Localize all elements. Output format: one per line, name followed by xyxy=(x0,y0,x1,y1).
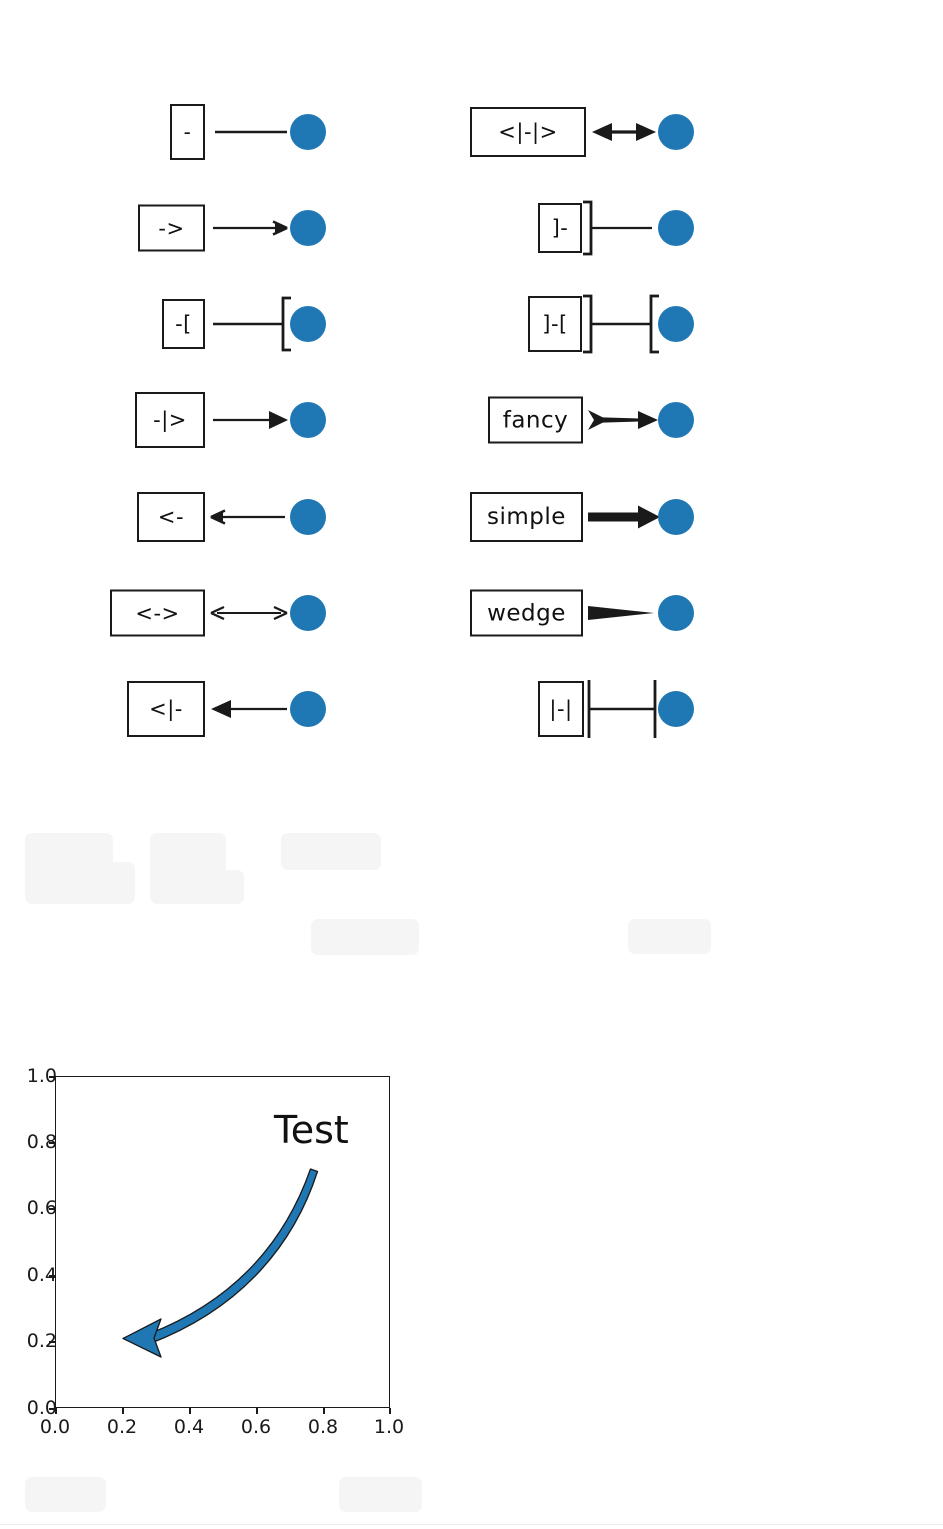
bottom-divider xyxy=(0,1524,943,1525)
arrow-style-label: ]- xyxy=(538,203,582,253)
arrow-style-label: -|> xyxy=(135,392,205,448)
target-dot xyxy=(290,691,326,727)
target-dot xyxy=(658,306,694,342)
ytick-mark xyxy=(49,1142,55,1144)
arrow-style-label: -> xyxy=(138,204,205,252)
arrow-style-label: |-| xyxy=(538,681,584,737)
xtick-mark xyxy=(55,1408,57,1414)
target-dot xyxy=(658,114,694,150)
arrow-style-label: <|-|> xyxy=(470,107,586,157)
chart-axes: Test 0.0 0.2 0.4 0.6 0.8 1.0 0.0 0.2 0.4… xyxy=(0,1050,430,1460)
arrow-demo-row: ]- xyxy=(470,188,720,268)
placeholder-block xyxy=(628,919,711,954)
arrow-glyph-bar-ab xyxy=(587,680,657,738)
axes-frame xyxy=(55,1076,390,1408)
arrow-style-label: ]-[ xyxy=(528,296,582,352)
arrow-glyph-curve-filled-ab xyxy=(592,123,656,141)
arrow-glyph-curve-b xyxy=(213,220,288,236)
placeholder-block xyxy=(25,862,135,904)
arrow-glyph-curve-a xyxy=(210,509,285,525)
ytick-mark xyxy=(49,1341,55,1343)
arrow-glyph-bracket-b xyxy=(213,296,291,352)
arrow-style-label: - xyxy=(170,104,205,160)
arrow-style-label: fancy xyxy=(488,396,583,444)
arrow-glyph-wedge xyxy=(588,606,654,620)
target-dot xyxy=(290,210,326,246)
arrow-style-label: wedge xyxy=(470,589,583,637)
annotation-arrow xyxy=(122,1168,319,1358)
target-dot xyxy=(290,402,326,438)
placeholder-block xyxy=(25,1477,106,1512)
xtick-mark xyxy=(323,1408,325,1414)
ytick-label: 0.2 xyxy=(26,1330,57,1352)
xtick-label: 0.8 xyxy=(307,1416,339,1438)
xtick-label: 0.6 xyxy=(240,1416,272,1438)
arrow-demo-row: -> xyxy=(105,188,355,268)
arrow-demo-row: - xyxy=(105,92,355,172)
arrow-style-label: simple xyxy=(470,492,583,542)
placeholder-block xyxy=(339,1477,422,1512)
arrow-demo-row: <|-|> xyxy=(470,92,720,172)
arrow-style-label: <-> xyxy=(110,589,205,637)
target-dot xyxy=(658,210,694,246)
target-dot xyxy=(290,499,326,535)
ytick-mark xyxy=(49,1408,55,1410)
arrow-demo-row: wedge xyxy=(470,573,720,653)
ytick-mark xyxy=(49,1076,55,1078)
target-dot xyxy=(658,402,694,438)
xtick-label: 1.0 xyxy=(373,1416,405,1438)
target-dot xyxy=(290,306,326,342)
arrow-glyph-curve xyxy=(215,130,287,134)
arrow-demo-row: <|- xyxy=(105,669,355,749)
arrow-glyph-bracket-a xyxy=(583,200,652,256)
arrow-demo-row: <- xyxy=(105,477,355,557)
arrow-style-label: -[ xyxy=(162,299,205,349)
xtick-mark xyxy=(122,1408,124,1414)
arrow-demo-row: fancy xyxy=(470,380,720,460)
target-dot xyxy=(658,595,694,631)
arrow-demo-row: simple xyxy=(470,477,720,557)
xtick-mark xyxy=(389,1408,391,1414)
target-dot xyxy=(290,595,326,631)
arrow-demo-row: -[ xyxy=(105,284,355,364)
xtick-label: 0.4 xyxy=(173,1416,205,1438)
ytick-label: 1.0 xyxy=(26,1065,57,1087)
ytick-mark xyxy=(49,1208,55,1210)
target-dot xyxy=(290,114,326,150)
arrow-style-label: <- xyxy=(137,492,205,542)
arrow-glyph-curve-ab xyxy=(210,605,288,621)
annotation-text: Test xyxy=(274,1108,349,1152)
ytick-label: 0.4 xyxy=(26,1264,57,1286)
xtick-mark xyxy=(256,1408,258,1414)
arrow-glyph-curve-filled-b xyxy=(213,411,288,429)
arrow-demo-row: -|> xyxy=(105,380,355,460)
xtick-label: 0.0 xyxy=(39,1416,71,1438)
target-dot xyxy=(658,499,694,535)
ytick-label: 0.0 xyxy=(26,1397,57,1419)
arrow-demo-row: <-> xyxy=(105,573,355,653)
arrow-demo-row: ]-[ xyxy=(470,284,720,364)
arrow-glyph-simple xyxy=(588,505,660,529)
xtick-mark xyxy=(189,1408,191,1414)
arrow-demo-row: |-| xyxy=(470,669,720,749)
arrow-glyph-curve-filled-a xyxy=(211,700,287,718)
target-dot xyxy=(658,691,694,727)
ytick-label: 0.8 xyxy=(26,1131,57,1153)
arrow-glyph-bracket-ab xyxy=(583,294,659,354)
ytick-label: 0.6 xyxy=(26,1197,57,1219)
placeholder-block xyxy=(150,870,244,904)
xtick-label: 0.2 xyxy=(106,1416,138,1438)
arrow-glyph-fancy xyxy=(588,410,658,430)
arrow-style-label: <|- xyxy=(127,681,205,737)
placeholder-block xyxy=(311,919,419,955)
placeholder-block xyxy=(281,833,381,870)
ytick-mark xyxy=(49,1275,55,1277)
